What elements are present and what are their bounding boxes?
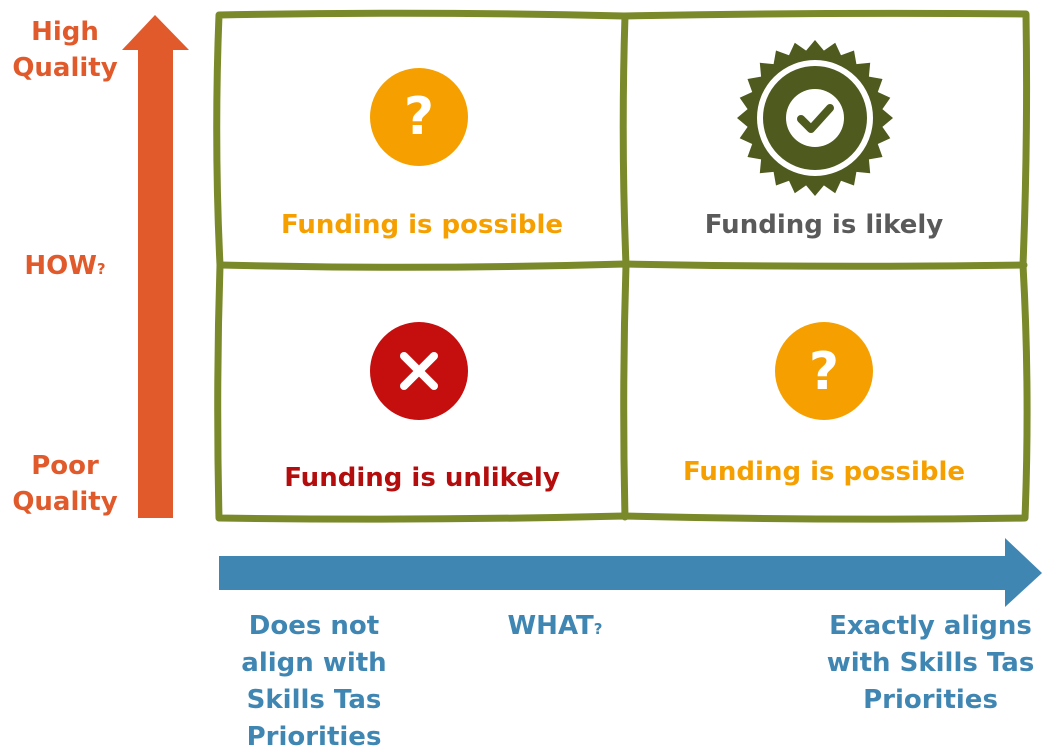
what-label: WHAT bbox=[507, 611, 594, 641]
how-question-suffix: ? bbox=[96, 260, 106, 278]
x-axis-left-label-line2: align with bbox=[241, 648, 387, 678]
y-axis-arrow bbox=[122, 15, 189, 518]
x-axis-middle-label: WHAT? bbox=[480, 608, 630, 648]
y-axis-top-label: High Quality bbox=[0, 14, 130, 86]
quadrant-top-left-label: Funding is possible bbox=[280, 210, 564, 240]
y-axis-middle-label: HOW? bbox=[0, 248, 130, 287]
quadrant-bottom-left-label: Funding is unlikely bbox=[284, 463, 560, 493]
x-axis-right-label: Exactly aligns with Skills Tas Prioritie… bbox=[812, 608, 1049, 719]
x-axis-right-label-line2: with Skills Tas bbox=[826, 648, 1035, 678]
x-axis-left-label-line3: Skills Tas bbox=[246, 685, 382, 715]
grid-outer-border bbox=[213, 9, 1031, 523]
what-question-suffix: ? bbox=[593, 620, 603, 638]
cross-icon bbox=[370, 322, 468, 420]
check-badge-icon bbox=[737, 40, 893, 196]
x-axis-left-label-line1: Does not bbox=[248, 611, 380, 641]
y-axis-bottom-label-line2: Quality bbox=[12, 487, 118, 517]
question-mark-icon: ? bbox=[370, 68, 468, 166]
x-axis-arrow bbox=[219, 538, 1042, 607]
y-axis-bottom-label-line1: Poor bbox=[31, 451, 99, 481]
quadrant-bottom-right-label: Funding is possible bbox=[682, 457, 966, 487]
svg-text:?: ? bbox=[809, 342, 839, 402]
how-label: HOW bbox=[24, 251, 97, 281]
grid-horizontal-divider bbox=[216, 260, 1028, 271]
quadrant-top-right-label: Funding is likely bbox=[704, 210, 944, 240]
x-axis-right-label-line1: Exactly aligns bbox=[829, 611, 1032, 641]
svg-text:?: ? bbox=[404, 87, 434, 147]
quadrant-grid bbox=[213, 9, 1031, 523]
x-axis-right-label-line3: Priorities bbox=[863, 685, 998, 715]
question-mark-icon: ? bbox=[775, 322, 873, 420]
x-axis-left-label-line4: Priorities bbox=[246, 722, 382, 752]
y-axis-bottom-label: Poor Quality bbox=[0, 448, 130, 520]
x-axis-left-label: Does not align with Skills Tas Prioritie… bbox=[214, 608, 414, 756]
y-axis-top-label-line1: High bbox=[31, 17, 99, 47]
y-axis-top-label-line2: Quality bbox=[12, 53, 118, 83]
